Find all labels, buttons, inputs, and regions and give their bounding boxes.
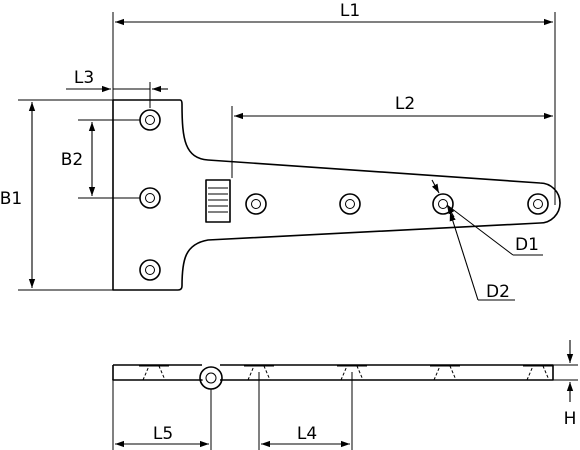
dimension-L3: L3 [66,68,168,108]
dimension-L1: L1 [112,1,556,205]
dimension-D1: D1 [431,179,543,256]
strap-hole-1 [245,193,267,215]
strap-hole-2 [339,193,361,215]
strap-hole-4 [527,193,549,215]
dimension-L4: L4 [258,372,353,450]
side-knuckle [199,366,223,390]
dimension-B1: B1 [0,99,113,291]
label-L3: L3 [74,68,94,88]
label-B1: B1 [0,189,22,209]
label-H: H [564,409,577,429]
hinge-knuckle [205,179,231,223]
side-plate-outline [112,364,554,381]
hinge-outline [112,99,561,291]
label-L5: L5 [153,424,173,444]
hinge-side-view [112,364,554,390]
label-D1: D1 [515,235,539,255]
leaf-hole-bottom [139,259,161,281]
hinge-top-view [112,99,561,291]
leaf-hole-top [139,109,161,131]
label-L2: L2 [395,94,415,114]
leaf-hole-middle [139,187,161,209]
dimension-D2: D2 [449,211,515,302]
dimension-H: H [553,340,578,429]
strap-hole-3 [432,193,454,215]
label-L1: L1 [340,1,360,21]
label-D2: D2 [486,282,510,302]
label-B2: B2 [61,150,83,170]
dimension-B2: B2 [61,119,140,199]
label-L4: L4 [297,424,317,444]
dimension-L2: L2 [231,94,553,178]
dimension-L5: L5 [112,380,212,450]
